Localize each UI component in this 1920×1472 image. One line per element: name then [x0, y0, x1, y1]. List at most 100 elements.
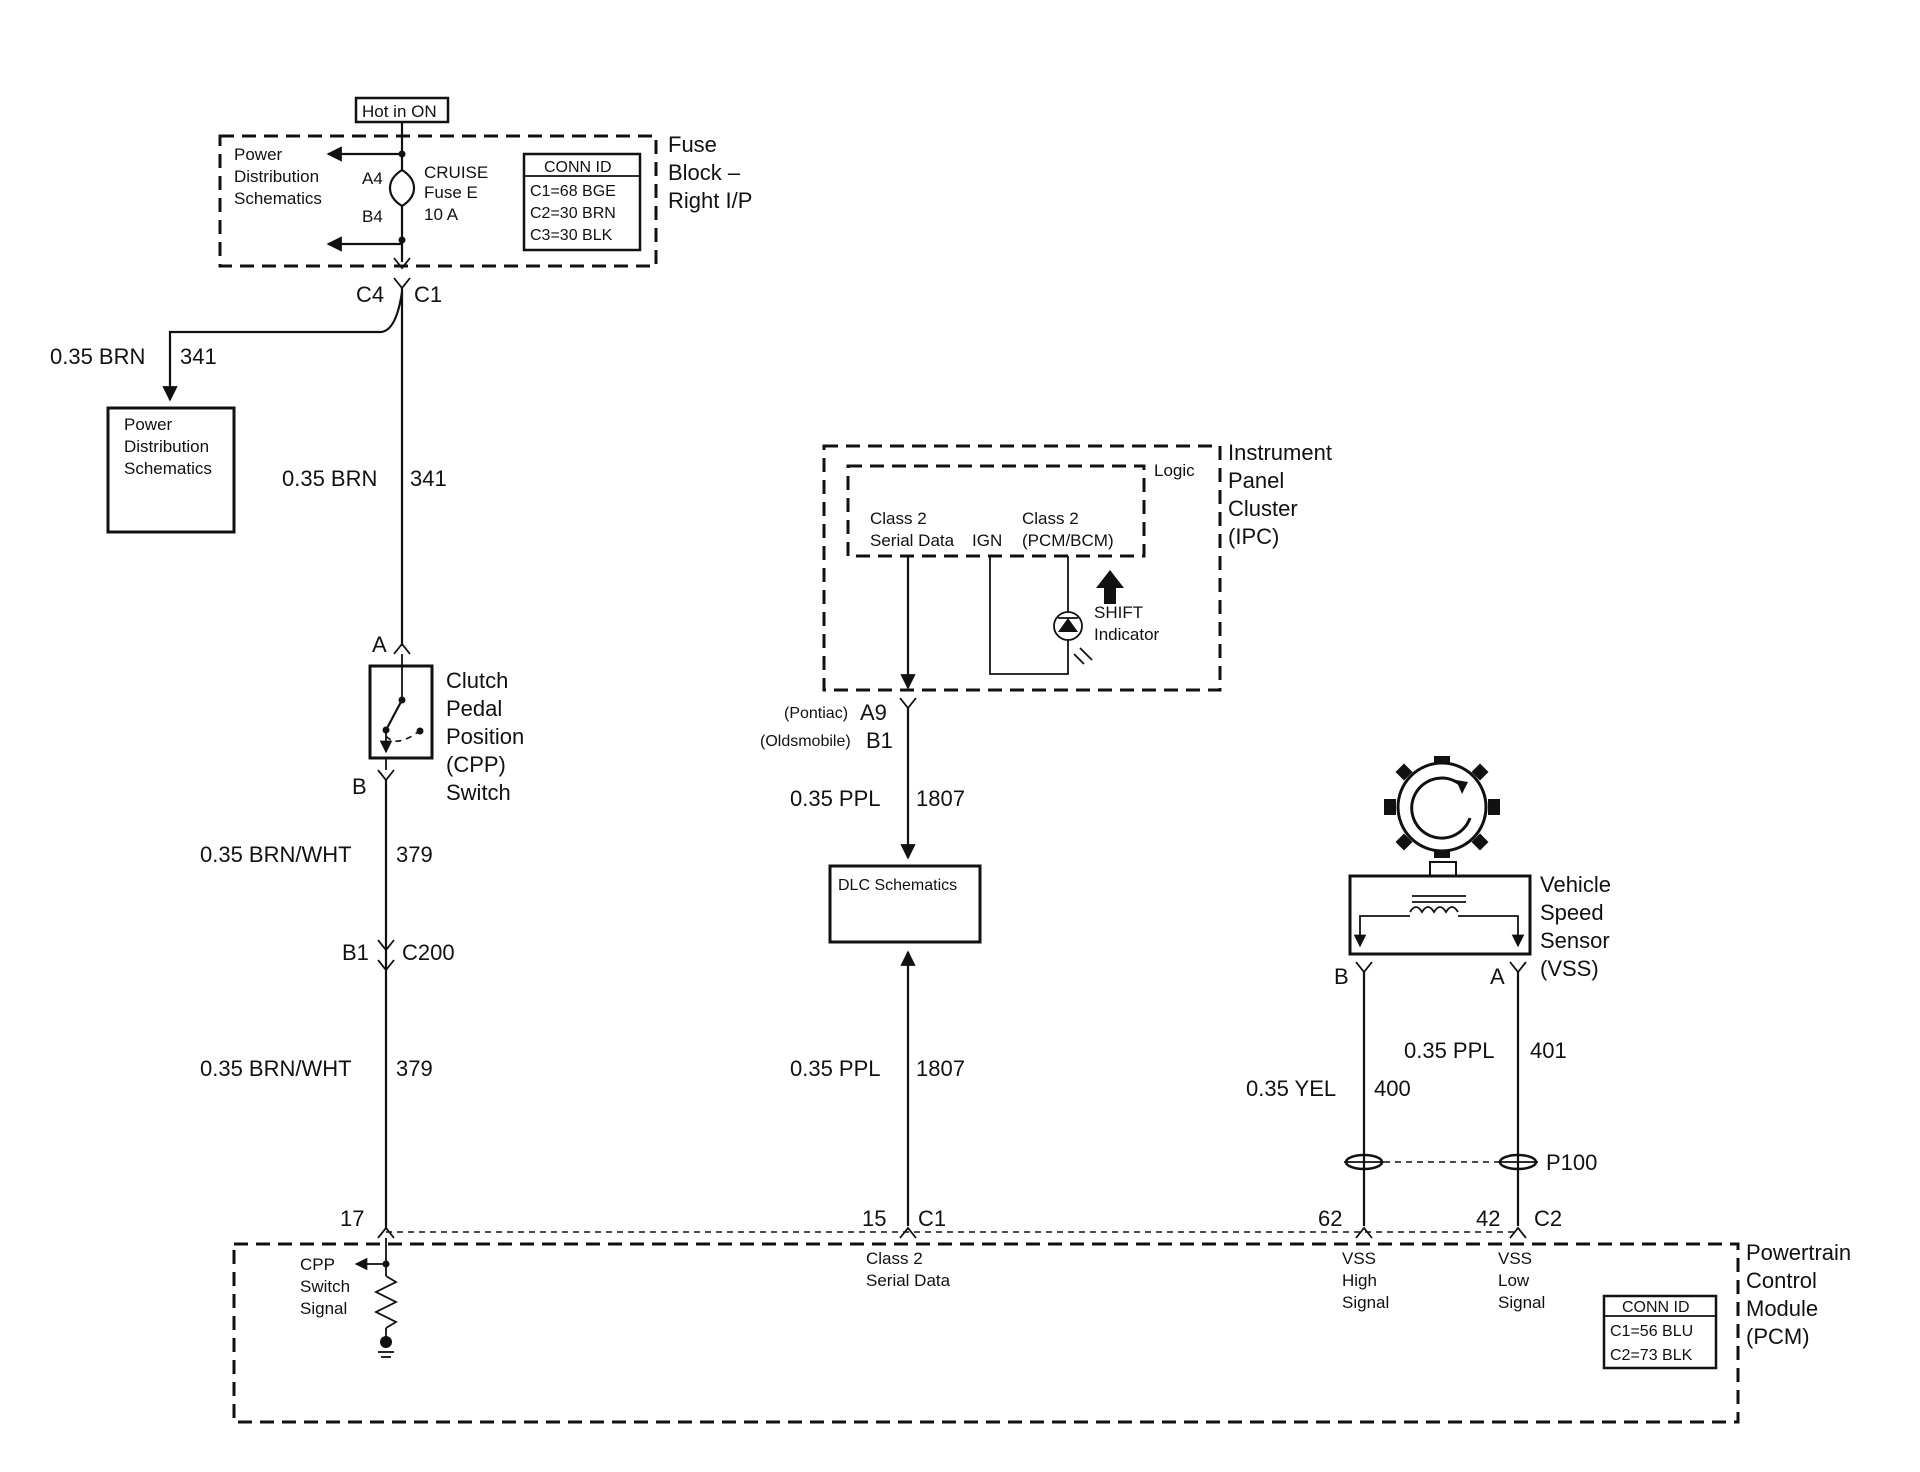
pcm-class2-line-2: Serial Data: [866, 1271, 951, 1290]
vehicle-speed-sensor: Vehicle Speed Sensor (VSS) B A: [1334, 756, 1611, 989]
cpp-name-line-2: Pedal: [446, 696, 502, 721]
pcm-pin-15: 15: [862, 1206, 886, 1231]
svg-text:Schematics: Schematics: [124, 459, 212, 478]
reluctor-wheel-icon: [1384, 756, 1500, 858]
pcm-conn-id-table: CONN ID C1=56 BLU C2=73 BLK: [1602, 1294, 1718, 1370]
wire-341-branch: [162, 291, 404, 402]
wire-341-gauge: 0.35 BRN: [282, 466, 377, 491]
shift-up-arrow-icon: [1096, 570, 1124, 604]
pcm-pin-62: 62: [1318, 1206, 1342, 1231]
vss-name-line-1: Vehicle: [1540, 872, 1611, 897]
pin-b1: B1: [866, 728, 893, 753]
wire-1807-circuit-1: 1807: [916, 786, 965, 811]
svg-text:CONN ID: CONN ID: [544, 159, 612, 176]
shift-indicator-line-1: SHIFT: [1094, 603, 1143, 622]
fuse-block-name-line-3: Right I/P: [668, 188, 752, 213]
ipc-name-line-2: Panel: [1228, 468, 1284, 493]
cpp-name-line-1: Clutch: [446, 668, 508, 693]
connector-a9-b1: (Pontiac) A9 (Oldsmobile) B1: [760, 697, 917, 753]
wire-379-circuit-1: 379: [396, 842, 433, 867]
p100-twisted-pair: P100: [1344, 1150, 1597, 1175]
wire-341-circuit: 341: [410, 466, 447, 491]
pcm-cpp-signal-line-1: CPP: [300, 1255, 335, 1274]
fuse-block-pds-line-1: Power: [234, 145, 283, 164]
wire-341-branch-gauge: 0.35 BRN: [50, 344, 145, 369]
ipc-class2-pcm-line-1: Class 2: [1022, 509, 1079, 528]
wire-401-circuit: 401: [1530, 1038, 1567, 1063]
instrument-panel-cluster: Logic Class 2 Serial Data IGN Class 2 (P…: [822, 440, 1332, 692]
svg-text:CONN ID: CONN ID: [1622, 1299, 1690, 1316]
wire-1807-circuit-2: 1807: [916, 1056, 965, 1081]
fuse-label-line-3: 10 A: [424, 205, 459, 224]
svg-text:C2=30 BRN: C2=30 BRN: [530, 205, 616, 222]
connector-c1-label: C1: [414, 282, 442, 307]
wire-379-gauge-1: 0.35 BRN/WHT: [200, 842, 352, 867]
ipc-shift-circuit: [989, 556, 1069, 675]
power-distribution-box: Power Distribution Schematics: [106, 406, 236, 534]
cpp-pullup-resistor: [373, 1275, 399, 1329]
vss-pin-b: B: [1334, 964, 1349, 989]
pontiac-label: (Pontiac): [784, 705, 848, 722]
shift-indicator-line-2: Indicator: [1094, 625, 1160, 644]
svg-text:C200: C200: [402, 940, 455, 965]
svg-text:C1=56 BLU: C1=56 BLU: [1610, 1323, 1693, 1340]
cpp-name-line-4: (CPP): [446, 752, 506, 777]
connector-c200: B1 C200: [342, 939, 455, 972]
svg-text:Power: Power: [124, 415, 173, 434]
pcm-name-line-2: Control: [1746, 1268, 1817, 1293]
pcm-conn-c2: C2: [1534, 1206, 1562, 1231]
pcm-vss-high-line-1: VSS: [1342, 1249, 1376, 1268]
ipc-name-line-4: (IPC): [1228, 524, 1279, 549]
cpp-name-line-3: Position: [446, 724, 524, 749]
pcm-name-line-3: Module: [1746, 1296, 1818, 1321]
vss-name-line-3: Sensor: [1540, 928, 1610, 953]
fuse-block-name-line-1: Fuse: [668, 132, 717, 157]
pin-a9: A9: [860, 700, 887, 725]
svg-text:C2=73 BLK: C2=73 BLK: [1610, 1347, 1693, 1364]
fuse-block-pds-line-2: Distribution: [234, 167, 319, 186]
vss-coil-icon: [1353, 895, 1525, 948]
pcm-vss-low-line-2: Low: [1498, 1271, 1530, 1290]
pcm-vss-high-line-3: Signal: [1342, 1293, 1389, 1312]
wire-379-circuit-2: 379: [396, 1056, 433, 1081]
fuse-label-line-1: CRUISE: [424, 163, 488, 182]
fuse-block-conn-id-table: CONN ID C1=68 BGE C2=30 BRN C3=30 BLK: [522, 152, 642, 252]
svg-text:C1=68 BGE: C1=68 BGE: [530, 183, 616, 200]
vss-name-line-4: (VSS): [1540, 956, 1599, 981]
pcm-vss-high-line-2: High: [1342, 1271, 1377, 1290]
wire-400-gauge: 0.35 YEL: [1246, 1076, 1336, 1101]
cpp-pin-b: B: [352, 774, 367, 799]
ipc-ign-label: IGN: [972, 531, 1002, 550]
hot-in-on-label: Hot in ON: [362, 102, 437, 121]
ipc-logic-label: Logic: [1154, 461, 1195, 480]
pcm-conn-c1: C1: [918, 1206, 946, 1231]
ipc-class2-serial-line-1: Class 2: [870, 509, 927, 528]
fuse-symbol: [388, 169, 416, 208]
pcm-vss-low-line-3: Signal: [1498, 1293, 1545, 1312]
ipc-name-line-1: Instrument: [1228, 440, 1332, 465]
vss-name-line-2: Speed: [1540, 900, 1604, 925]
pcm-vss-low-line-1: VSS: [1498, 1249, 1532, 1268]
fuse-block: Hot in ON Power Distribution Schematics …: [218, 96, 752, 268]
cpp-switch: A B Clutch Pedal Position (CPP) Switch: [352, 632, 524, 805]
p100-label: P100: [1546, 1150, 1597, 1175]
connector-c4-c1: C4 C1: [356, 257, 442, 307]
powertrain-control-module: 17 15 C1 62 42 C2 CPP Switch Signal Clas…: [232, 1206, 1851, 1424]
ipc-class2-pcm-line-2: (PCM/BCM): [1022, 531, 1114, 550]
svg-text:Distribution: Distribution: [124, 437, 209, 456]
pcm-name-line-4: (PCM): [1746, 1324, 1810, 1349]
wire-341-branch-circuit: 341: [180, 344, 217, 369]
wire-401-gauge: 0.35 PPL: [1404, 1038, 1495, 1063]
svg-text:C3=30 BLK: C3=30 BLK: [530, 227, 613, 244]
cpp-switch-blade: [385, 699, 403, 731]
fuse-label-line-2: Fuse E: [424, 183, 478, 202]
dlc-schematics-box: DLC Schematics: [828, 864, 982, 944]
shift-indicator-lamp-icon: [1053, 611, 1093, 665]
ipc-class2-serial-line-2: Serial Data: [870, 531, 955, 550]
pin-a4: A4: [362, 169, 383, 188]
svg-text:B1: B1: [342, 940, 369, 965]
oldsmobile-label: (Oldsmobile): [760, 733, 851, 750]
wire-1807-gauge-1: 0.35 PPL: [790, 786, 881, 811]
ground-icon: [378, 1336, 394, 1358]
pcm-cpp-signal-line-3: Signal: [300, 1299, 347, 1318]
